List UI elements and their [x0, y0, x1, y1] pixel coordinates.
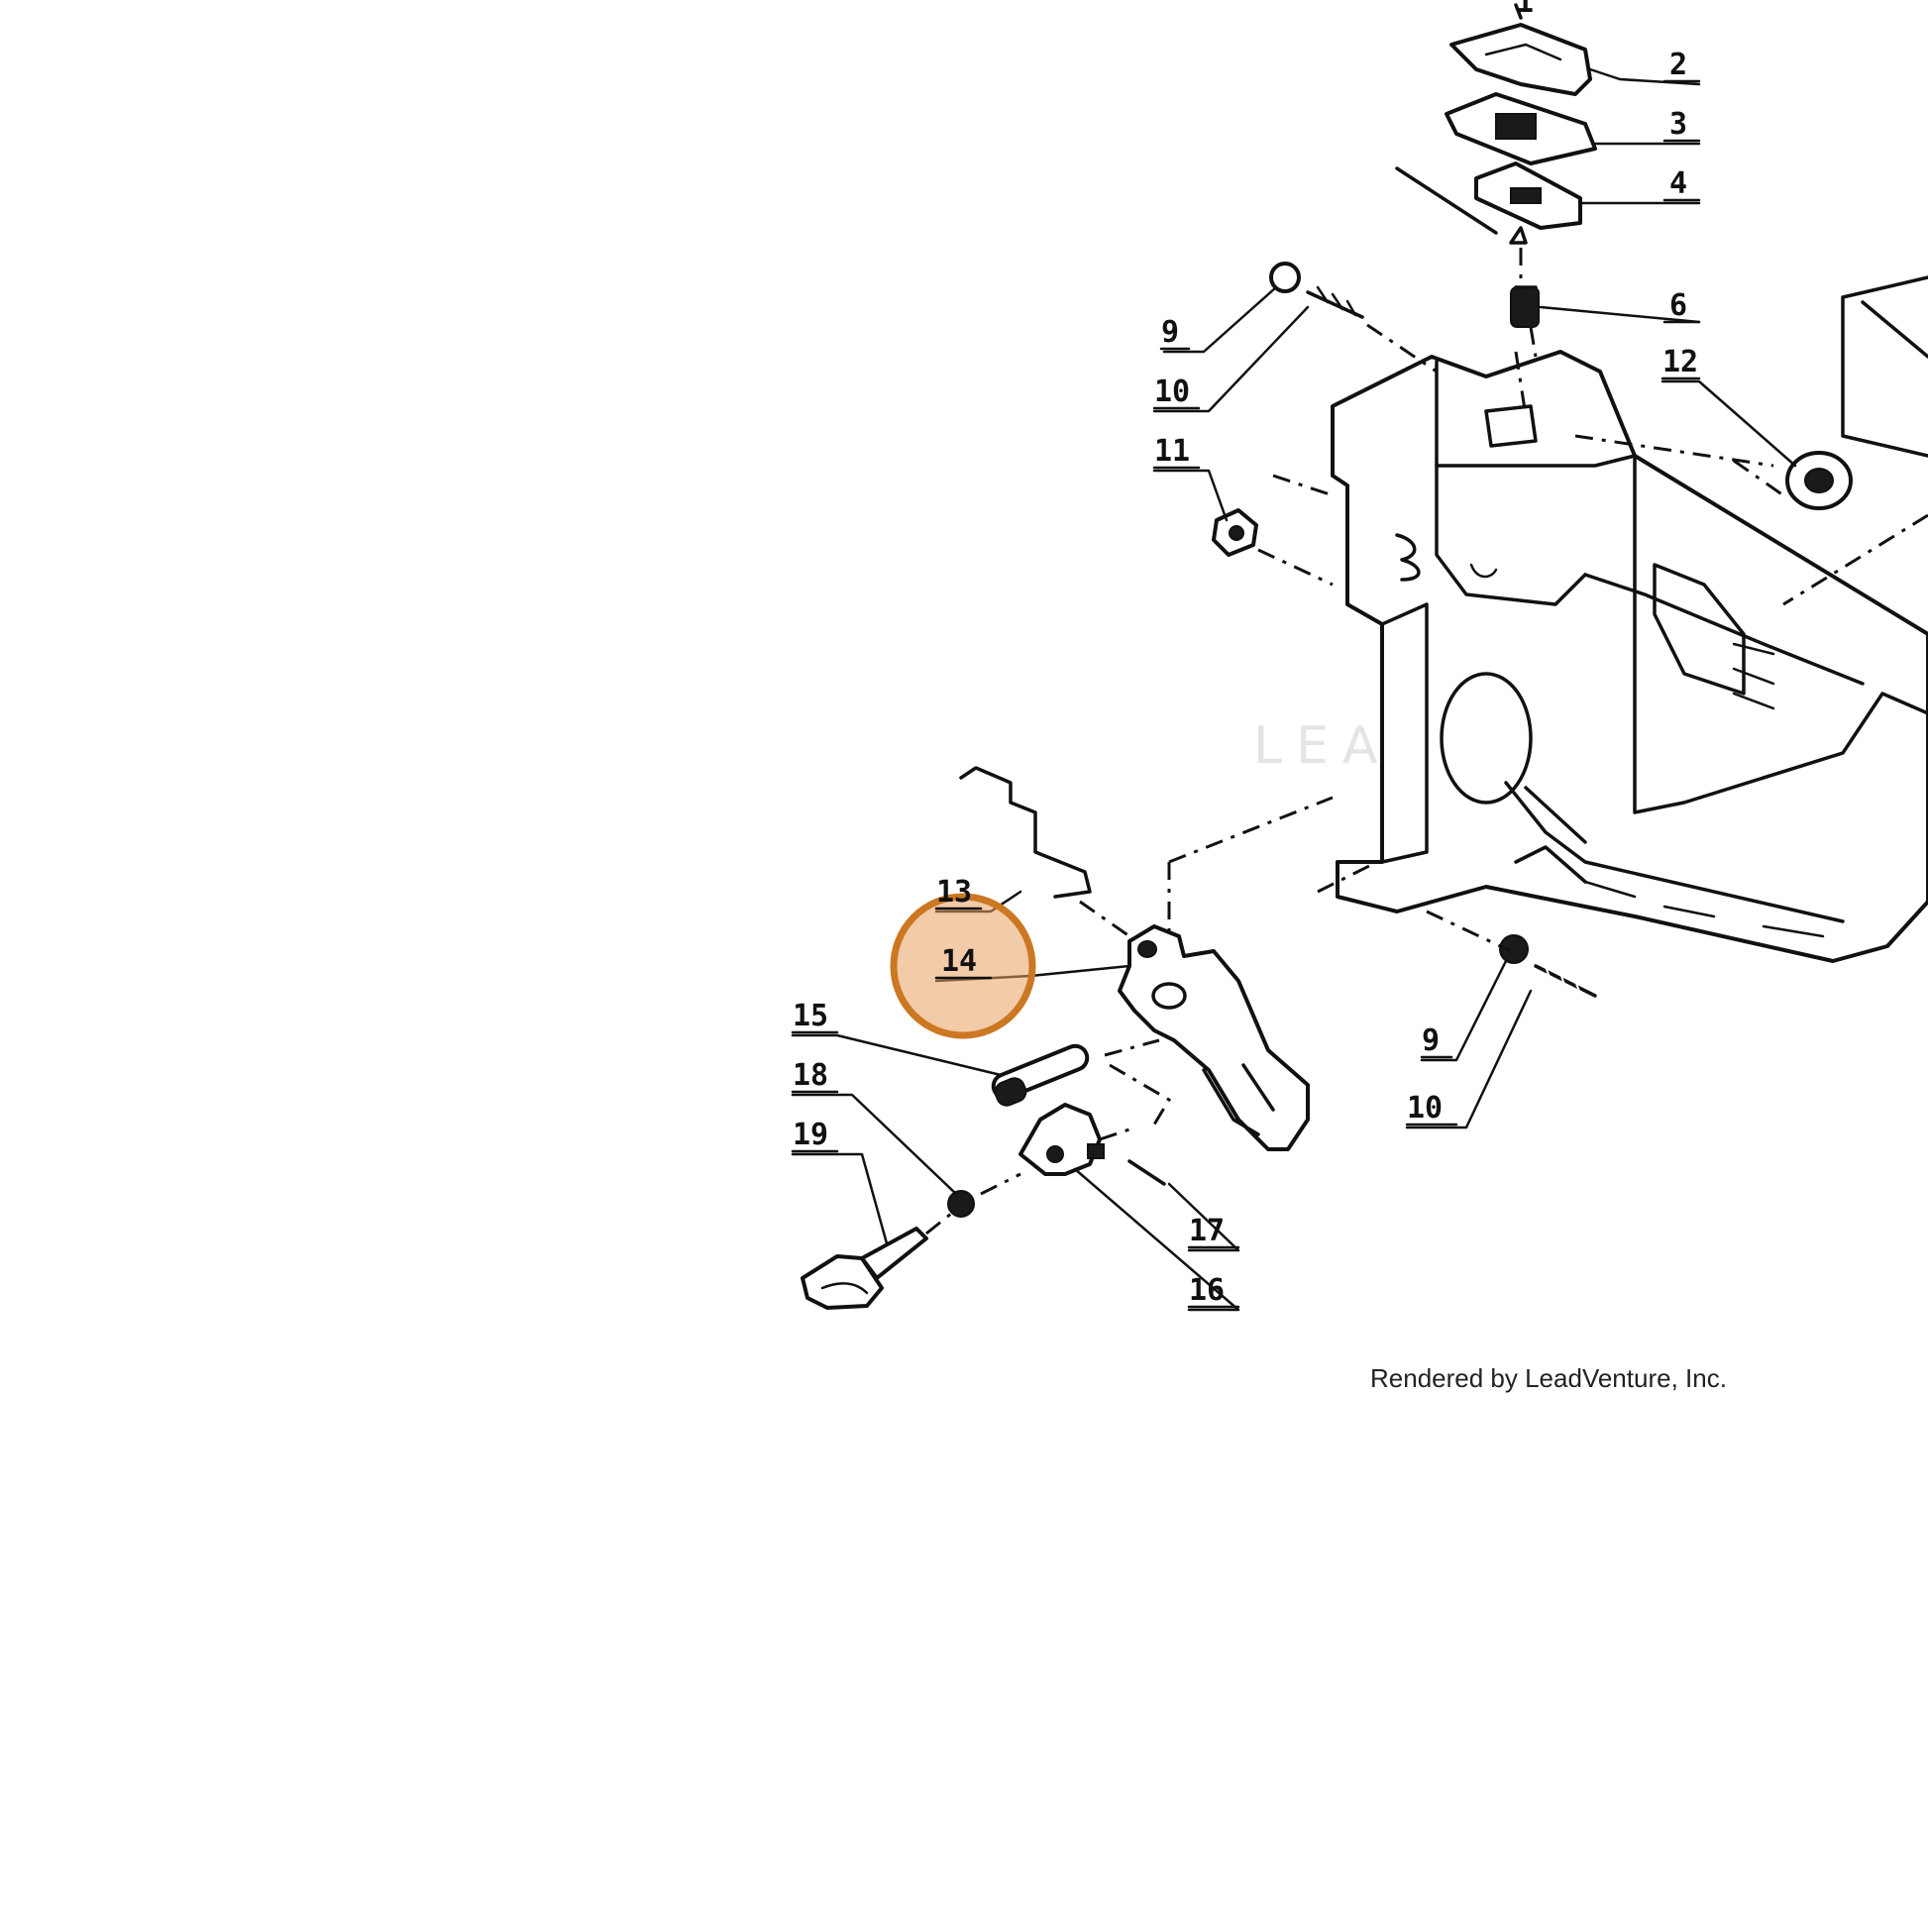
callout-3[interactable]: 3: [1669, 107, 1687, 142]
rod-part: [1395, 166, 1498, 235]
plate-part: [1474, 161, 1582, 230]
callout-13[interactable]: 13: [936, 875, 972, 910]
credit-text: Rendered by LeadVenture, Inc.: [1370, 1363, 1727, 1393]
callout-1[interactable]: 1: [1516, 0, 1534, 20]
callout-10-lower[interactable]: 10: [1407, 1091, 1443, 1126]
callout-2[interactable]: 2: [1669, 48, 1687, 82]
lock-part-16: [1018, 1103, 1105, 1176]
callout-labels: 1 2 3 4 6 9 10 11 12 13 14 15 18 19 9 10…: [793, 0, 1698, 1308]
bolt-part-lower: [1499, 934, 1597, 998]
callout-14[interactable]: 14: [941, 944, 977, 979]
callout-9-upper[interactable]: 9: [1161, 315, 1179, 350]
screw-part-6: [1510, 285, 1540, 328]
callout-17[interactable]: 17: [1189, 1214, 1225, 1248]
callout-9-lower[interactable]: 9: [1422, 1023, 1440, 1058]
button-part-19: [801, 1227, 928, 1310]
housing-part: [1331, 275, 1928, 963]
top-pin-part: [1514, 3, 1523, 20]
callout-6[interactable]: 6: [1669, 288, 1687, 323]
callout-4[interactable]: 4: [1669, 166, 1687, 201]
bolt-part-upper: [1269, 262, 1364, 319]
spring-part-18: [947, 1190, 975, 1218]
gasket-part: [1445, 92, 1597, 165]
callout-underlines: [791, 79, 1701, 1309]
cover-plate-part: [1449, 23, 1592, 96]
pin-part-15: [991, 1043, 1090, 1107]
assembly-lines: [925, 248, 1928, 1235]
callout-19[interactable]: 19: [793, 1118, 828, 1152]
callout-highlight[interactable]: [890, 893, 1036, 1039]
nut-part-11: [1212, 508, 1258, 557]
callout-16[interactable]: 16: [1189, 1273, 1225, 1308]
spring-part-17: [1127, 1159, 1166, 1186]
clip-part: [1509, 226, 1528, 245]
callout-12[interactable]: 12: [1662, 345, 1698, 379]
callout-10-upper[interactable]: 10: [1154, 375, 1190, 409]
linkage-rod-part-13: [959, 766, 1092, 899]
callout-11[interactable]: 11: [1154, 434, 1190, 469]
callout-15[interactable]: 15: [793, 999, 828, 1033]
callout-18[interactable]: 18: [793, 1058, 828, 1093]
trigger-part-14: [1118, 924, 1310, 1151]
mount-part-12: [1785, 451, 1853, 510]
